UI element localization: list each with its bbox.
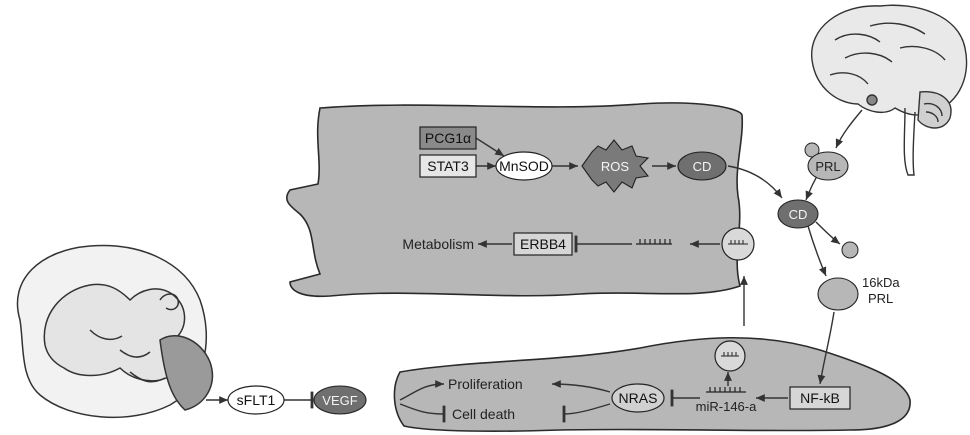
svg-text:MnSOD: MnSOD [499,158,549,174]
edge-cd-16kda [808,226,826,276]
svg-text:PRL: PRL [815,159,840,174]
node-erbb4: ERBB4 [514,233,572,255]
node-cd-intracellular: CD [678,152,726,180]
exosome-icon [715,341,745,371]
node-sflt1: sFLT1 [228,386,284,414]
exosome-icon [722,228,754,260]
node-proliferation: Proliferation [448,376,523,392]
svg-text:ERBB4: ERBB4 [520,236,566,252]
node-16kda-prl: 16kDa PRL [818,275,900,310]
node-stat3: STAT3 [420,155,476,177]
cardiomyocyte-cell [287,103,743,296]
edge-cd-fragment [816,222,840,244]
node-mnsod: MnSOD [496,152,552,180]
svg-text:PCG1α: PCG1α [425,130,471,146]
node-cell-death: Cell death [452,406,515,422]
svg-text:VEGF: VEGF [322,393,357,408]
node-nfkb: NF-kB [790,387,850,409]
svg-text:CD: CD [789,207,808,222]
brain-icon [812,5,967,175]
node-cd-extracellular: CD [778,200,818,228]
fetus-in-uterus-icon [17,245,212,417]
svg-text:ROS: ROS [601,159,630,174]
node-mir-146a: miR-146-a [696,399,757,414]
svg-text:Proliferation: Proliferation [448,376,523,392]
svg-text:Cell death: Cell death [452,406,515,422]
svg-text:16kDa: 16kDa [862,275,900,290]
node-vegf: VEGF [314,386,366,414]
svg-text:STAT3: STAT3 [427,158,469,174]
node-prl: PRL [805,143,848,180]
svg-text:NRAS: NRAS [619,390,658,406]
svg-text:CD: CD [693,159,712,174]
edge-brain-prl [836,110,862,148]
svg-text:miR-146-a: miR-146-a [696,399,757,414]
svg-text:NF-kB: NF-kB [800,390,840,406]
node-prl-fragment [842,242,858,258]
node-nras: NRAS [612,384,664,412]
svg-text:Metabolism: Metabolism [402,236,474,252]
svg-text:PRL: PRL [868,291,893,306]
node-pgc1a: PCG1α [420,127,476,149]
svg-text:sFLT1: sFLT1 [237,392,276,408]
node-metabolism: Metabolism [402,236,474,252]
